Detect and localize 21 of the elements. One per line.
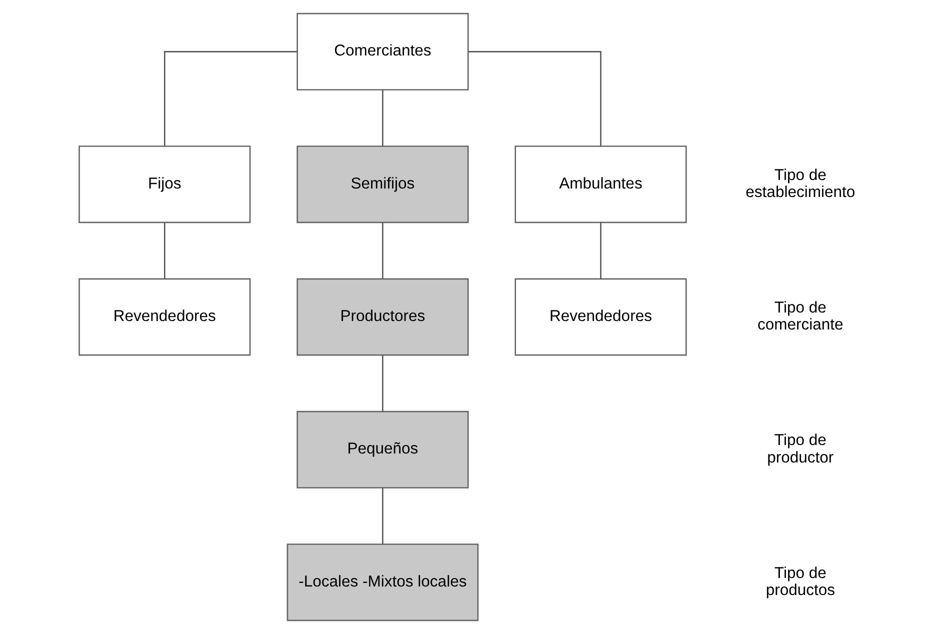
connector bbox=[382, 488, 384, 544]
node-box: Semifijos bbox=[296, 146, 469, 224]
connector bbox=[382, 355, 384, 412]
connector bbox=[382, 90, 384, 146]
connector bbox=[468, 51, 602, 146]
connector bbox=[164, 51, 298, 146]
connector bbox=[600, 222, 602, 279]
connector bbox=[382, 222, 384, 279]
node-box: -Locales -Mixtos locales bbox=[286, 544, 479, 622]
label: Tipo de establecimiento bbox=[746, 166, 856, 201]
node-box: Ambulantes bbox=[514, 146, 687, 224]
connector bbox=[164, 222, 166, 279]
node-box: Revendedores bbox=[514, 278, 687, 356]
node-box: Fijos bbox=[78, 146, 251, 224]
label: Tipo de comerciante bbox=[758, 300, 844, 334]
label: Tipo de productos bbox=[766, 564, 835, 599]
node-box: Productores bbox=[296, 278, 469, 356]
node-box: Comerciantes bbox=[296, 12, 469, 90]
node-box: Revendedores bbox=[78, 278, 251, 356]
node-box: Pequeños bbox=[296, 410, 469, 488]
label: Tipo de productor bbox=[767, 432, 834, 466]
